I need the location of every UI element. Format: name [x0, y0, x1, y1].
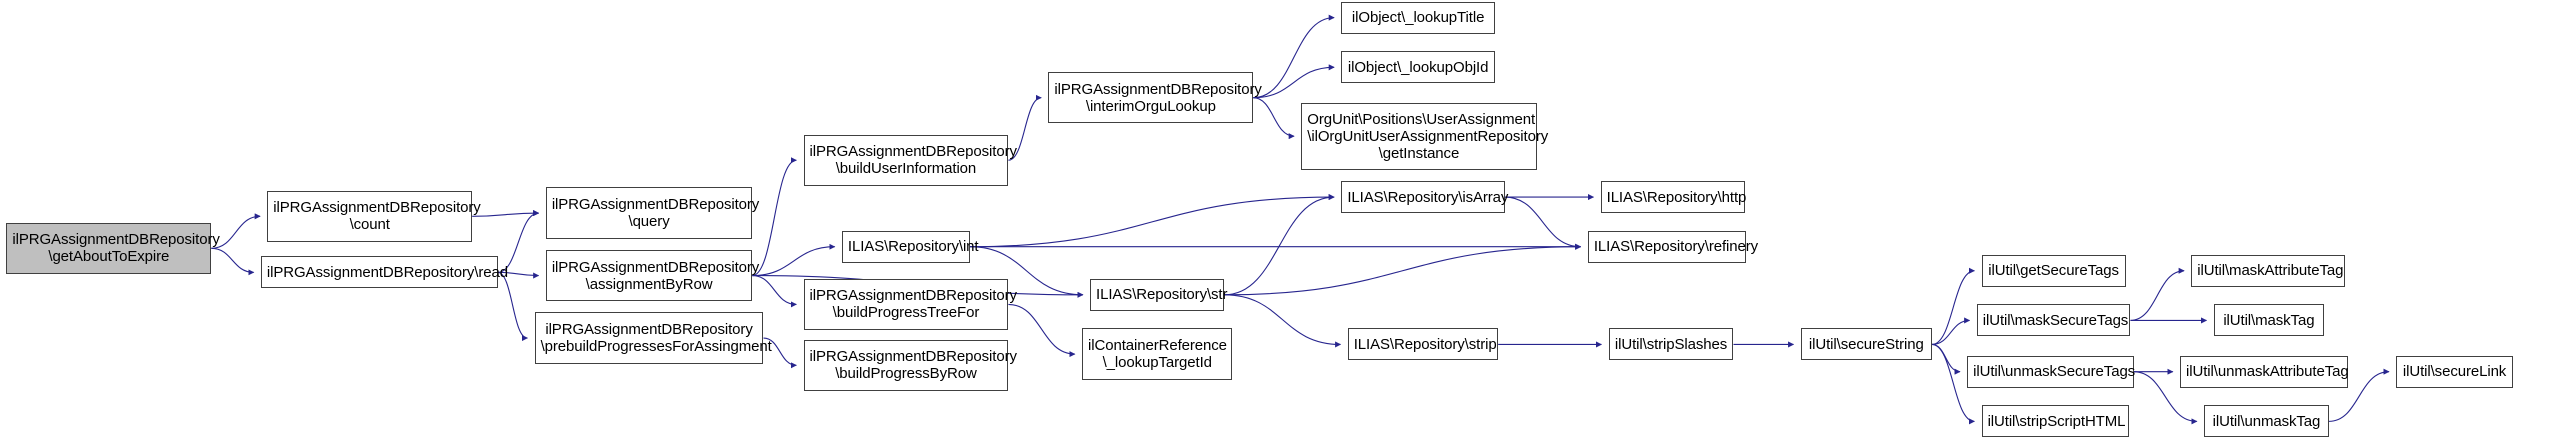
graph-edge-getAboutToExpire-to-read	[211, 248, 255, 278]
graph-node-label: ilUtil\secureLink	[2402, 363, 2507, 381]
graph-edge-buildProgressTreeFor-to-lookupTargetId	[1008, 304, 1076, 359]
graph-node-label: ilUtil\unmaskSecureTags	[1973, 363, 2136, 381]
graph-node-label: ILIAS\Repository\int	[847, 238, 979, 256]
graph-node-label: ilUtil\secureString	[1808, 335, 1924, 353]
graph-node-int[interactable]: ILIAS\Repository\int	[841, 230, 979, 263]
graph-node-http[interactable]: ILIAS\Repository\http	[1600, 181, 1747, 214]
graph-node-prebuildProgressesForAssingment[interactable]: ilPRGAssignmentDBRepository \prebuildPro…	[534, 312, 772, 364]
graph-node-label: ilPRGAssignmentDBRepository \prebuildPro…	[540, 321, 772, 356]
graph-node-label: ilPRGAssignmentDBRepository \count	[273, 199, 481, 234]
graph-node-unmaskTag[interactable]: ilUtil\unmaskTag	[2204, 405, 2329, 438]
graph-node-secureString[interactable]: ilUtil\secureString	[1800, 328, 1932, 361]
graph-node-lookupTargetId[interactable]: ilContainerReference \_lookupTargetId	[1082, 328, 1233, 380]
graph-node-label: ilPRGAssignmentDBRepository \assignmentB…	[551, 258, 760, 293]
graph-edge-secureString-to-getSecureTags	[1932, 265, 1976, 345]
graph-node-label: ilUtil\stripScriptHTML	[1987, 412, 2126, 430]
graph-edge-read-to-prebuildProgressesForAssingment	[498, 272, 529, 343]
graph-edge-count-to-query	[472, 208, 540, 218]
graph-node-label: ilPRGAssignmentDBRepository \getAboutToE…	[12, 231, 220, 266]
graph-edge-interimOrguLookup-to-getInstance	[1253, 98, 1296, 142]
graph-edge-maskSecureTags-to-maskAttributeTag	[2130, 265, 2186, 321]
graph-node-stripScriptHTML[interactable]: ilUtil\stripScriptHTML	[1981, 405, 2129, 438]
graph-node-count[interactable]: ilPRGAssignmentDBRepository \count	[267, 190, 481, 242]
graph-edge-str-to-refinery	[1224, 241, 1582, 295]
graph-node-read[interactable]: ilPRGAssignmentDBRepository\read	[260, 256, 508, 289]
graph-node-lookupObjId[interactable]: ilObject\_lookupObjId	[1341, 51, 1495, 84]
graph-node-isArray[interactable]: ILIAS\Repository\isArray	[1341, 181, 1509, 214]
graph-node-interimOrguLookup[interactable]: ilPRGAssignmentDBRepository \interimOrgu…	[1048, 72, 1262, 124]
graph-node-label: ilUtil\stripSlashes	[1614, 335, 1728, 353]
graph-node-label: ilUtil\unmaskTag	[2212, 412, 2321, 430]
graph-node-getSecureTags[interactable]: ilUtil\getSecureTags	[1981, 254, 2126, 287]
graph-node-str[interactable]: ILIAS\Repository\str	[1090, 278, 1228, 311]
graph-edge-str-to-strip	[1224, 295, 1342, 350]
graph-node-label: ilUtil\maskTag	[2223, 311, 2315, 329]
graph-node-assignmentByRow[interactable]: ilPRGAssignmentDBRepository \assignmentB…	[545, 249, 760, 302]
graph-node-buildProgressByRow[interactable]: ilPRGAssignmentDBRepository \buildProgre…	[803, 339, 1017, 391]
graph-edge-assignmentByRow-to-buildProgressTreeFor	[752, 276, 798, 310]
graph-node-label: ilPRGAssignmentDBRepository \buildProgre…	[809, 348, 1017, 383]
graph-node-buildUserInformation[interactable]: ilPRGAssignmentDBRepository \buildUserIn…	[803, 134, 1017, 186]
graph-node-label: ilUtil\getSecureTags	[1988, 262, 2119, 280]
graph-node-strip[interactable]: ILIAS\Repository\strip	[1347, 328, 1499, 361]
graph-node-label: ILIAS\Repository\refinery	[1593, 238, 1759, 256]
graph-node-getInstance[interactable]: OrgUnit\Positions\UserAssignment \ilOrgU…	[1301, 102, 1549, 170]
graph-node-label: ilPRGAssignmentDBRepository \interimOrgu…	[1054, 80, 1262, 115]
graph-edge-int-to-isArray	[970, 192, 1336, 247]
graph-node-maskAttributeTag[interactable]: ilUtil\maskAttributeTag	[2191, 254, 2345, 287]
graph-node-label: ILIAS\Repository\http	[1606, 188, 1747, 206]
graph-node-secureLink[interactable]: ilUtil\secureLink	[2396, 355, 2513, 388]
graph-node-label: ilObject\_lookupTitle	[1351, 9, 1485, 27]
graph-node-lookupTitle[interactable]: ilObject\_lookupTitle	[1341, 1, 1495, 34]
graph-edge-interimOrguLookup-to-lookupTitle	[1253, 12, 1336, 98]
graph-node-stripSlashes[interactable]: ilUtil\stripSlashes	[1608, 328, 1734, 361]
graph-node-label: ILIAS\Repository\strip	[1353, 335, 1497, 353]
graph-edge-str-to-isArray	[1224, 192, 1336, 295]
graph-edge-interimOrguLookup-to-lookupObjId	[1253, 62, 1336, 97]
graph-node-label: ilPRGAssignmentDBRepository \buildProgre…	[809, 287, 1017, 322]
graph-edge-assignmentByRow-to-int	[752, 241, 836, 276]
graph-node-maskTag[interactable]: ilUtil\maskTag	[2213, 304, 2325, 337]
graph-node-label: ilPRGAssignmentDBRepository \buildUserIn…	[809, 143, 1017, 178]
graph-node-label: ilObject\_lookupObjId	[1347, 58, 1489, 76]
graph-node-label: OrgUnit\Positions\UserAssignment \ilOrgU…	[1307, 110, 1549, 162]
graph-node-label: ilUtil\maskSecureTags	[1982, 311, 2129, 329]
graph-node-label: ILIAS\Repository\isArray	[1347, 188, 1509, 206]
graph-node-buildProgressTreeFor[interactable]: ilPRGAssignmentDBRepository \buildProgre…	[803, 278, 1017, 331]
graph-node-getAboutToExpire[interactable]: ilPRGAssignmentDBRepository \getAboutToE…	[6, 222, 220, 274]
graph-node-label: ilUtil\unmaskAttributeTag	[2186, 363, 2349, 381]
graph-node-label: ilContainerReference \_lookupTargetId	[1088, 337, 1227, 372]
graph-node-refinery[interactable]: ILIAS\Repository\refinery	[1587, 230, 1759, 263]
graph-edge-secureString-to-unmaskSecureTags	[1932, 344, 1961, 377]
graph-node-label: ilPRGAssignmentDBRepository \query	[551, 196, 760, 231]
graph-node-label: ilUtil\maskAttributeTag	[2197, 262, 2344, 280]
graph-node-unmaskSecureTags[interactable]: ilUtil\unmaskSecureTags	[1967, 355, 2136, 388]
graph-node-maskSecureTags[interactable]: ilUtil\maskSecureTags	[1976, 304, 2131, 337]
graph-node-query[interactable]: ilPRGAssignmentDBRepository \query	[545, 187, 760, 239]
graph-node-unmaskAttributeTag[interactable]: ilUtil\unmaskAttributeTag	[2180, 355, 2349, 388]
graph-edge-secureString-to-maskSecureTags	[1932, 315, 1971, 344]
graph-node-label: ilPRGAssignmentDBRepository\read	[266, 263, 508, 281]
graph-node-label: ILIAS\Repository\str	[1096, 286, 1228, 304]
graph-edge-isArray-to-refinery	[1505, 197, 1582, 252]
